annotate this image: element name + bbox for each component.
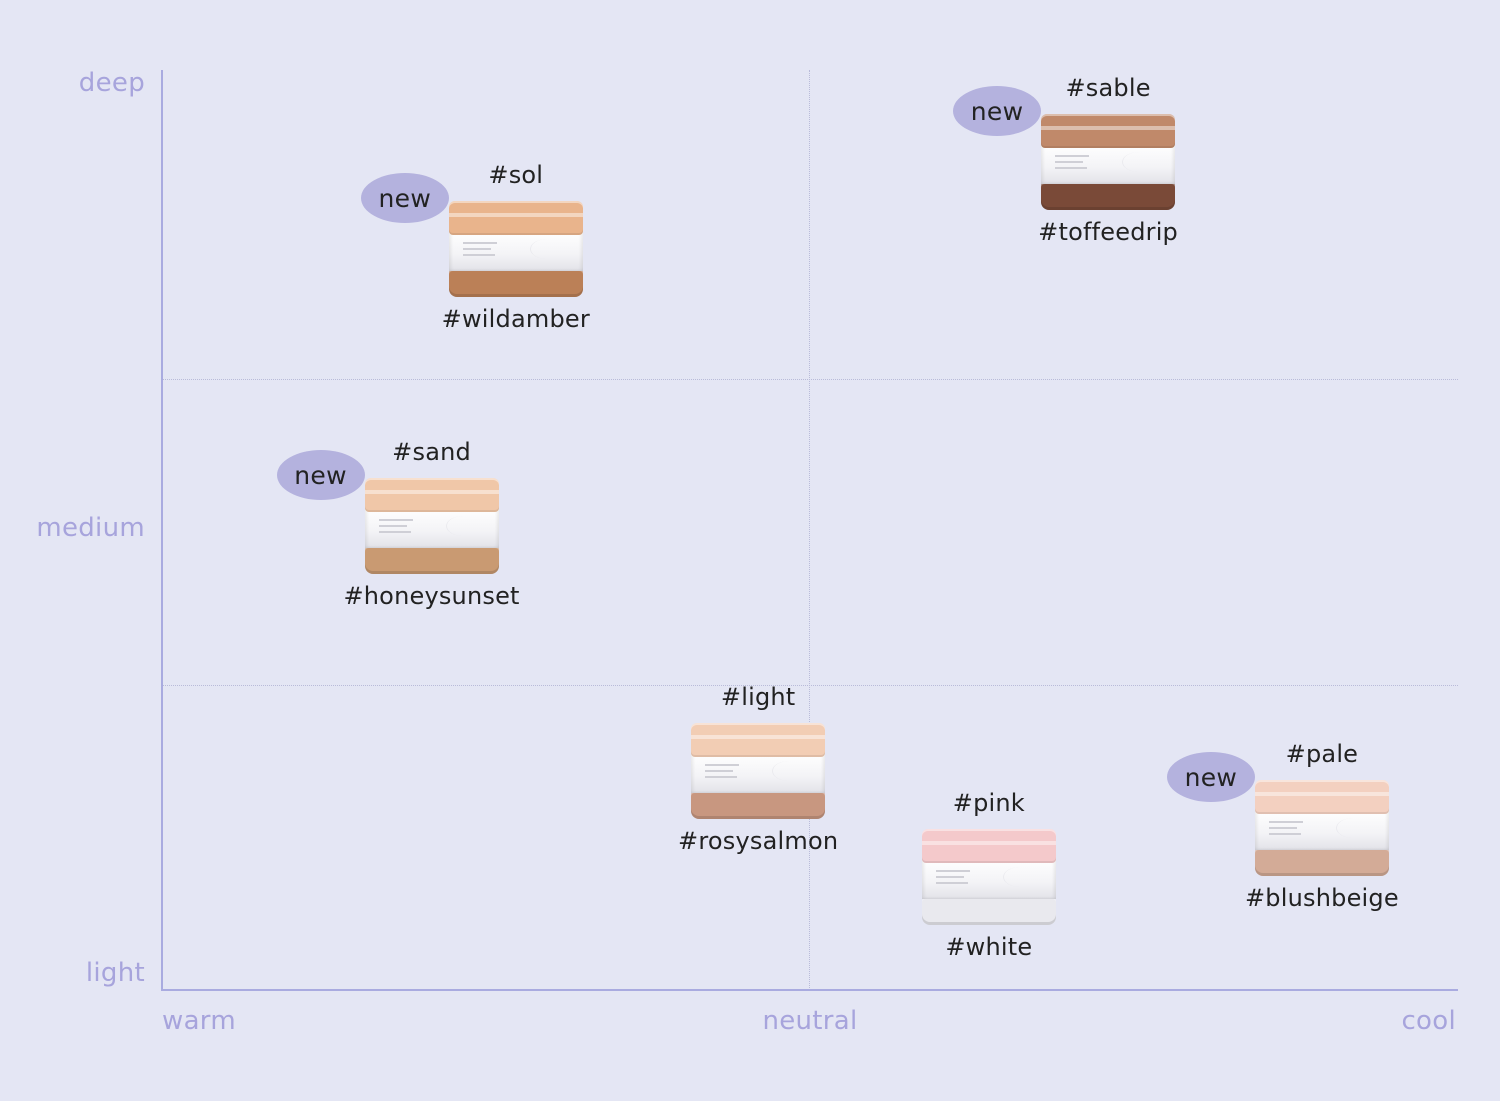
point-top-label: #sable — [1065, 74, 1151, 102]
jar-label — [1041, 144, 1176, 184]
new-badge: new — [1166, 752, 1255, 803]
jar-label-line — [935, 869, 970, 872]
jar-label — [921, 858, 1056, 899]
jar-lid — [1041, 114, 1176, 148]
new-badge: new — [953, 86, 1042, 136]
point-bottom-label: #rosysalmon — [678, 827, 839, 856]
point-top-label: #sand — [392, 438, 471, 467]
jar-lid-rim — [364, 490, 499, 495]
jar-lid — [921, 828, 1056, 863]
jar-base — [1041, 182, 1176, 210]
jar-label-line — [462, 242, 497, 245]
product-jar — [691, 723, 826, 820]
jar-label-line — [1268, 827, 1297, 830]
jar-logo — [1335, 818, 1371, 839]
jar-logo — [1122, 152, 1157, 172]
jar-base — [448, 269, 583, 298]
x-tick-cool: cool — [1401, 1006, 1456, 1036]
jar-label-line — [1268, 833, 1301, 836]
point-bottom-label: #honeysunset — [343, 582, 520, 611]
point-bottom-label: #toffeedrip — [1038, 218, 1178, 246]
jar-base — [691, 791, 826, 820]
grid-line-center — [809, 70, 810, 990]
jar-label — [1254, 810, 1389, 851]
y-tick-deep: deep — [78, 68, 145, 98]
jar-label-line — [462, 254, 495, 257]
point-top-label: #light — [720, 683, 796, 712]
x-tick-neutral: neutral — [762, 1006, 858, 1036]
grid-line-lower — [162, 685, 1458, 686]
jar-lid-rim — [1041, 126, 1176, 130]
jar-lid-rim — [921, 840, 1056, 845]
x-tick-warm: warm — [162, 1006, 236, 1036]
jar-label-line — [935, 881, 968, 884]
product-jar — [1254, 780, 1389, 877]
jar-lid — [691, 723, 826, 758]
jar-lid — [1254, 780, 1389, 815]
jar-label-line — [935, 875, 964, 878]
jar-lid — [364, 478, 499, 513]
new-badge: new — [360, 173, 449, 224]
jar-label — [448, 231, 583, 272]
jar-label-line — [705, 776, 738, 779]
jar-label — [691, 753, 826, 794]
jar-label — [364, 508, 499, 549]
jar-logo — [529, 239, 565, 260]
jar-base — [364, 546, 499, 575]
jar-label-line — [378, 525, 407, 528]
jar-label-line — [1055, 167, 1088, 169]
jar-lid-rim — [691, 735, 826, 740]
jar-label-line — [462, 248, 491, 251]
jar-label-line — [705, 764, 740, 767]
x-axis-line — [161, 989, 1458, 991]
jar-base — [1254, 848, 1389, 877]
jar-label-line — [705, 770, 734, 773]
jar-label-line — [378, 519, 413, 522]
jar-label-line — [378, 531, 411, 534]
point-top-label: #pale — [1285, 740, 1359, 769]
jar-label-line — [1055, 155, 1090, 157]
y-tick-medium: medium — [36, 513, 145, 543]
jar-logo — [445, 516, 481, 537]
jar-logo — [772, 761, 807, 782]
jar-label-line — [1055, 161, 1084, 163]
point-bottom-label: #wildamber — [441, 305, 590, 334]
product-jar — [448, 201, 583, 298]
jar-lid-rim — [448, 213, 583, 218]
jar-base — [921, 896, 1056, 925]
point-top-label: #pink — [952, 788, 1025, 817]
jar-logo — [1002, 866, 1038, 887]
grid-line-upper — [162, 379, 1458, 380]
point-top-label: #sol — [488, 161, 544, 190]
product-jar — [364, 478, 499, 575]
product-jar — [1041, 114, 1176, 210]
jar-lid — [448, 201, 583, 236]
point-bottom-label: #white — [945, 932, 1033, 961]
new-badge: new — [276, 450, 365, 501]
jar-lid-rim — [1254, 792, 1389, 797]
product-jar — [921, 828, 1056, 925]
y-axis-line — [161, 70, 163, 991]
point-bottom-label: #blushbeige — [1245, 884, 1399, 913]
y-tick-light: light — [85, 958, 145, 988]
jar-label-line — [1268, 821, 1303, 824]
